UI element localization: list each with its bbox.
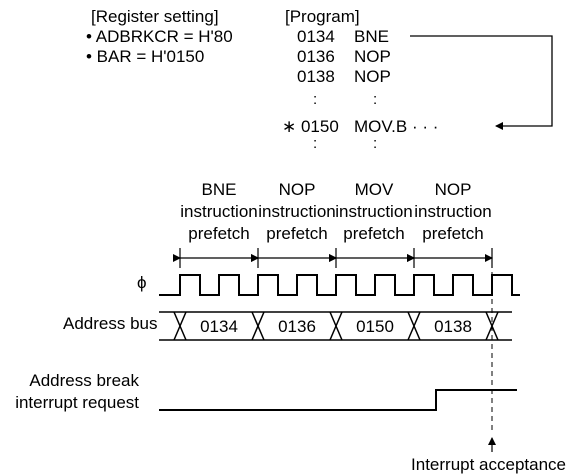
- prefetch-3-line-0: NOP: [435, 180, 472, 199]
- branch-arrow: [410, 35, 553, 130]
- address-value-2: 0150: [356, 317, 394, 336]
- address-value-1: 0136: [278, 317, 316, 336]
- prefetch-0-line-2: prefetch: [188, 224, 249, 243]
- program-instr-2: NOP: [354, 67, 391, 86]
- break-request-label-line-0: Address break: [29, 371, 139, 390]
- program-ellipsis-instr: :: [373, 91, 377, 108]
- register-setting-title: [Register setting]: [91, 7, 219, 26]
- program-addr-0: 0134: [297, 27, 335, 46]
- interrupt-acceptance-label: Interrupt acceptance: [411, 455, 566, 474]
- address-value-0: 0134: [200, 317, 238, 336]
- prefetch-2-line-2: prefetch: [343, 224, 404, 243]
- prefetch-2-line-1: instruction: [335, 202, 412, 221]
- program-addr-2: 0138: [297, 67, 335, 86]
- prefetch-2-line-0: MOV: [355, 180, 394, 199]
- prefetch-3-line-1: instruction: [414, 202, 491, 221]
- address-bus-transitions: [173, 311, 499, 341]
- program-ellipsis-addr: :: [313, 91, 317, 108]
- prefetch-1-line-2: prefetch: [266, 224, 327, 243]
- program-addr-3: ∗ 0150: [282, 117, 339, 136]
- program-instr-3: MOV.B · · ·: [354, 117, 438, 136]
- prefetch-labels: BNE instruction prefetch NOP instruction…: [180, 180, 491, 243]
- program-listing: [Program] 0134 BNE 0136 NOP 0138 NOP : :…: [282, 7, 438, 152]
- prefetch-3-line-2: prefetch: [422, 224, 483, 243]
- prefetch-1-line-0: NOP: [279, 180, 316, 199]
- prefetch-0-line-0: BNE: [202, 180, 237, 199]
- break-request-waveform: [159, 389, 517, 411]
- register-line-adbrkcr: • ADBRKCR = H'80: [86, 27, 233, 46]
- program-addr-1: 0136: [297, 47, 335, 66]
- register-line-bar: • BAR = H'0150: [86, 47, 204, 66]
- phi-clock-waveform: [159, 274, 520, 296]
- program-ellipsis-addr-2: :: [313, 135, 317, 152]
- prefetch-1-line-1: instruction: [258, 202, 335, 221]
- prefetch-0-line-1: instruction: [180, 202, 257, 221]
- register-setting: [Register setting] • ADBRKCR = H'80 • BA…: [86, 7, 233, 66]
- break-request-label-line-1: interrupt request: [15, 393, 139, 412]
- address-value-3: 0138: [434, 317, 472, 336]
- program-ellipsis-instr-2: :: [373, 135, 377, 152]
- program-instr-1: NOP: [354, 47, 391, 66]
- address-bus-label: Address bus: [63, 314, 158, 333]
- phi-label: ϕ: [137, 273, 147, 292]
- prefetch-interval-markers: [173, 248, 493, 268]
- program-instr-0: BNE: [354, 27, 389, 46]
- program-title: [Program]: [285, 7, 360, 26]
